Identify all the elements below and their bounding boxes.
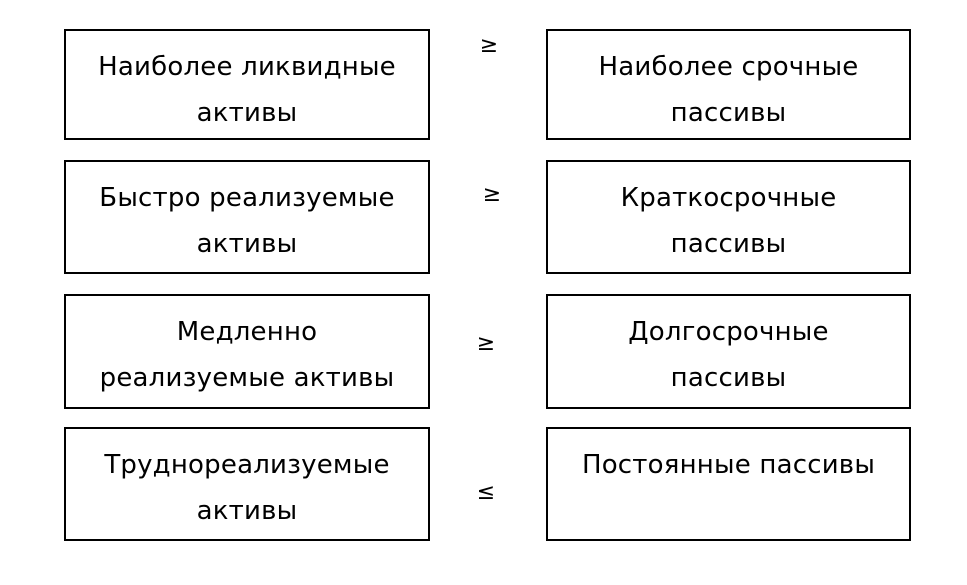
asset-label-line: Наиболее ликвидные — [98, 52, 396, 82]
liability-box-most-urgent: Наиболее срочные пассивы — [546, 29, 911, 140]
liability-label-line: Долгосрочные — [628, 317, 829, 347]
asset-box-slow: Медленно реализуемые активы — [64, 294, 430, 409]
asset-box-hard-to-sell: Труднореализуемые активы — [64, 427, 430, 541]
asset-label-line: Труднореализуемые — [104, 450, 390, 480]
liability-label-line: Краткосрочные — [620, 183, 837, 213]
relation-sign: ≤ — [476, 480, 496, 505]
liability-box-permanent: Постоянные пассивы — [546, 427, 911, 541]
asset-box-quick: Быстро реализуемые активы — [64, 160, 430, 274]
liability-label-line: пассивы — [670, 363, 787, 393]
liability-label-line: пассивы — [670, 229, 787, 259]
relation-sign: ≥ — [479, 33, 499, 58]
relation-sign: ≥ — [476, 331, 496, 356]
liability-label-line: пассивы — [670, 98, 787, 128]
liability-box-short-term: Краткосрочные пассивы — [546, 160, 911, 274]
asset-label-line: Медленно — [176, 317, 318, 347]
liability-label-line: Постоянные пассивы — [581, 450, 876, 480]
liability-label-line: Наиболее срочные — [598, 52, 859, 82]
asset-box-most-liquid: Наиболее ликвидные активы — [64, 29, 430, 140]
liability-box-long-term: Долгосрочные пассивы — [546, 294, 911, 409]
asset-label-line: активы — [196, 98, 298, 128]
asset-label-line: реализуемые активы — [99, 363, 395, 393]
relation-sign: ≥ — [482, 182, 502, 207]
asset-label-line: активы — [196, 229, 298, 259]
asset-label-line: Быстро реализуемые — [99, 183, 395, 213]
asset-label-line: активы — [196, 496, 298, 526]
